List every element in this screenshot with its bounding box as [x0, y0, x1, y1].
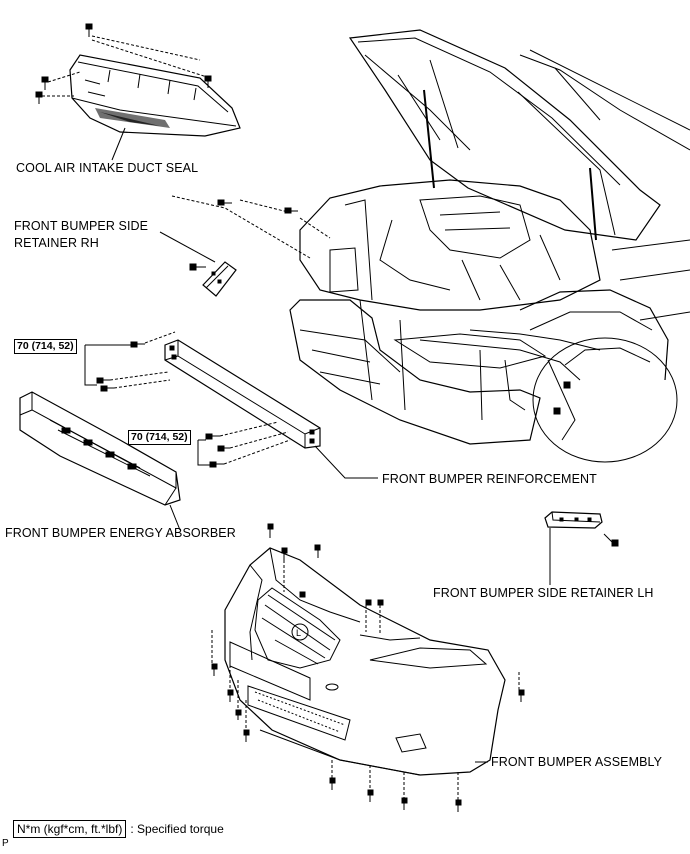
bolt-icon [281, 547, 288, 560]
bolt-icon [100, 385, 114, 392]
label-front-bumper-reinforcement: FRONT BUMPER REINFORCEMENT [382, 472, 597, 486]
bolt-icon [85, 23, 93, 37]
label-front-bumper-energy-absorber: FRONT BUMPER ENERGY ABSORBER [5, 526, 236, 540]
bolt-icon [367, 789, 374, 802]
bolt-icon [209, 461, 224, 468]
bolt-icon [211, 663, 218, 676]
bolt-icon [205, 433, 220, 440]
front-bumper-assembly: L [211, 523, 525, 812]
bolt-icon [603, 533, 619, 547]
bolt-icon [267, 523, 274, 538]
bolt-icon [130, 341, 145, 348]
figure-code: P [2, 838, 9, 849]
bolt-icon [235, 709, 242, 720]
front-bumper-energy-absorber [19, 391, 181, 531]
vehicle-front-body [171, 29, 690, 463]
cool-air-intake-duct-seal [35, 23, 241, 161]
bolt-icon [299, 591, 306, 598]
torque-legend: N*m (kgf*cm, ft.*lbf) : Specified torque [13, 820, 224, 838]
label-front-bumper-side-retainer-rh-line1: FRONT BUMPER SIDE [14, 219, 149, 233]
bolt-icon [41, 76, 49, 90]
bolt-icon [217, 199, 232, 206]
torque-spec-badge: 70 (714, 52) [128, 430, 191, 445]
bolt-icon [365, 599, 372, 606]
label-front-bumper-side-retainer-lh: FRONT BUMPER SIDE RETAINER LH [433, 586, 654, 600]
front-bumper-side-retainer-rh [159, 231, 237, 297]
bolt-icon [243, 729, 250, 742]
front-bumper-side-retainer-lh [544, 511, 619, 585]
bolt-icon [96, 377, 110, 384]
legend-description: : Specified torque [130, 822, 224, 836]
bolt-icon [563, 381, 571, 389]
bolt-icon [518, 689, 525, 702]
bolt-icon [217, 445, 230, 452]
bolt-icon [35, 91, 43, 104]
bolt-icon [189, 263, 206, 271]
bolt-icon [314, 544, 321, 558]
label-front-bumper-side-retainer-rh-line2: RETAINER RH [14, 236, 99, 250]
bolt-icon [553, 407, 561, 415]
svg-text:L: L [296, 628, 301, 638]
bolt-icon [227, 689, 234, 702]
legend-unit-box: N*m (kgf*cm, ft.*lbf) [13, 820, 127, 838]
bolt-icon [284, 207, 298, 214]
front-bumper-reinforcement [84, 331, 378, 479]
bolt-icon [401, 797, 408, 810]
bolt-icon [204, 75, 212, 88]
label-cool-air-intake-duct-seal: COOL AIR INTAKE DUCT SEAL [16, 161, 199, 175]
bolt-icon [455, 799, 462, 812]
bolt-icon [377, 599, 384, 606]
torque-spec-badge: 70 (714, 52) [14, 339, 77, 354]
label-front-bumper-assembly: FRONT BUMPER ASSEMBLY [491, 755, 663, 769]
bolt-icon [329, 777, 336, 790]
